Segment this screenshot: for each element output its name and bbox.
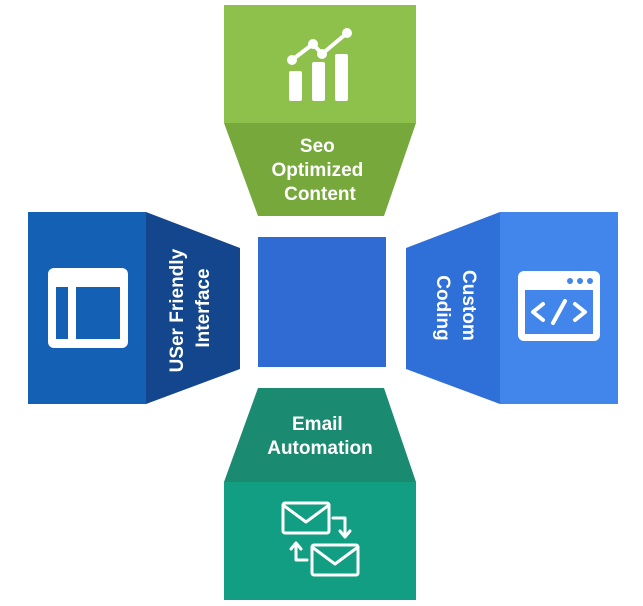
- top-panel: Seo Optimized Content: [224, 5, 416, 216]
- right-label-line: Coding: [432, 275, 453, 340]
- top-label-line: Content: [284, 184, 356, 205]
- top-trapezoid: [224, 123, 416, 216]
- left-trapezoid: [146, 212, 240, 404]
- bottom-trapezoid: [224, 388, 416, 482]
- left-label: USer Friendly Interface: [167, 244, 214, 373]
- left-panel: USer Friendly Interface: [28, 212, 240, 404]
- top-label-line: Seo: [300, 136, 335, 157]
- layout-template-icon: [48, 268, 128, 348]
- right-trapezoid: [406, 212, 500, 404]
- left-label-line: USer Friendly: [167, 248, 188, 372]
- bottom-label-line: Automation: [267, 438, 373, 459]
- top-label: Seo Optimized Content: [271, 136, 368, 205]
- top-label-line: Optimized: [271, 160, 363, 181]
- bottom-label-line: Email: [292, 414, 343, 435]
- code-window-icon: [518, 271, 600, 341]
- bottom-label: Email Automation: [267, 414, 373, 459]
- right-panel: Custom Coding: [406, 212, 618, 404]
- email-exchange-icon: [281, 501, 360, 577]
- right-label-line: Custom: [458, 270, 479, 341]
- bottom-block: [224, 482, 416, 600]
- left-label-line: Interface: [193, 268, 214, 347]
- right-label: Custom Coding: [432, 270, 479, 346]
- bottom-panel: Email Automation: [224, 388, 416, 600]
- center-square: [258, 237, 386, 367]
- bar-chart-growth-icon: [287, 28, 352, 101]
